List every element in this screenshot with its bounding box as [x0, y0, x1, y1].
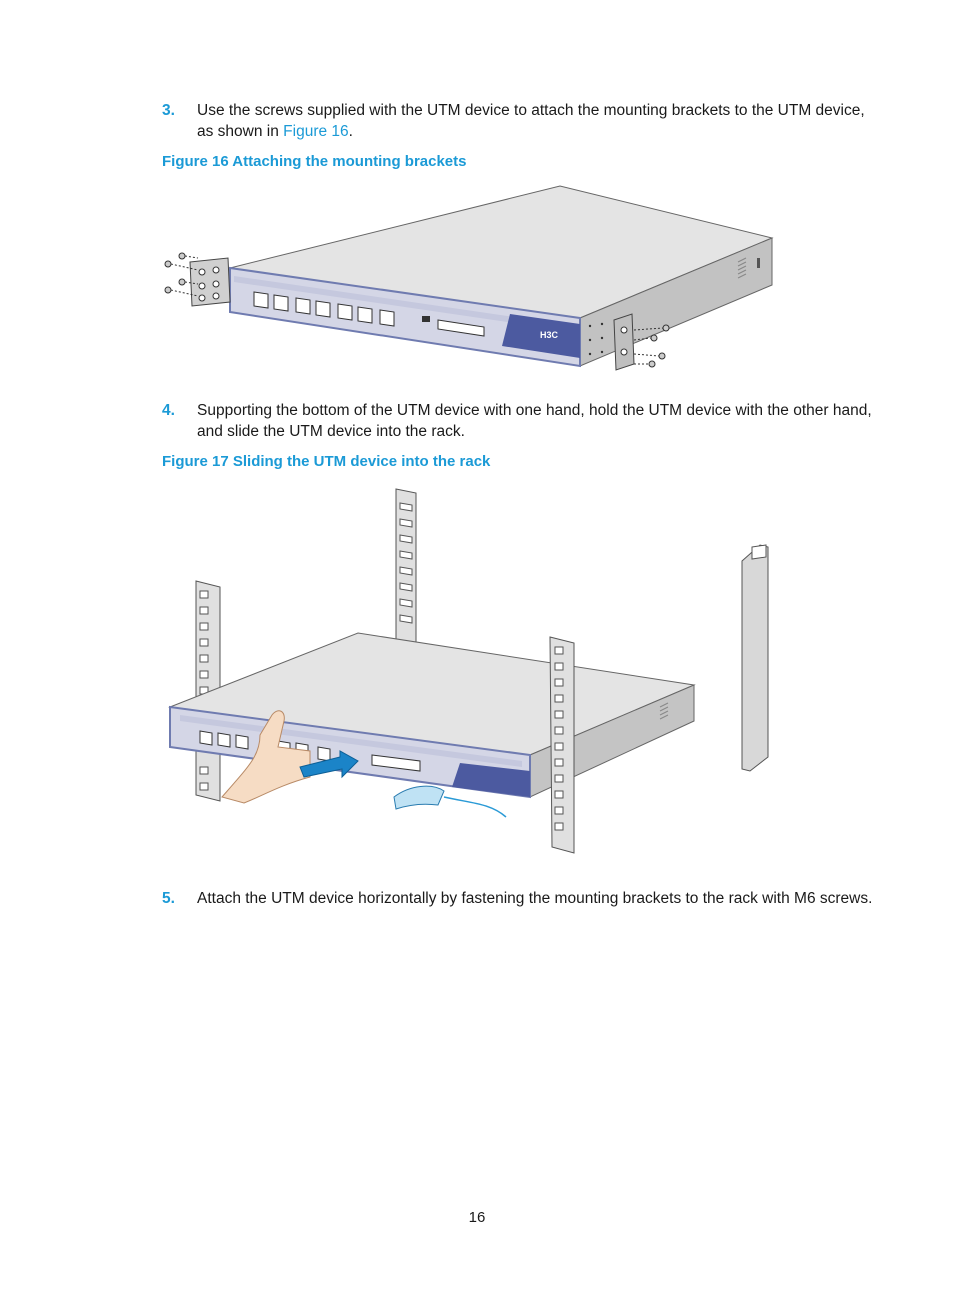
left-mounting-bracket [189, 257, 231, 307]
figure-16-illustration: H3C [164, 185, 774, 371]
figure-16-link[interactable]: Figure 16 [283, 123, 349, 140]
step-number: 5. [162, 890, 175, 907]
figure-16-caption: Figure 16 Attaching the mounting bracket… [162, 153, 467, 170]
screw-icon [633, 324, 670, 368]
hand-icon [221, 710, 311, 804]
step-number: 3. [162, 102, 175, 119]
rack-rail [741, 544, 769, 772]
vent-icon [659, 702, 669, 720]
step-text-after: . [348, 123, 353, 140]
ethernet-ports [253, 291, 395, 327]
esd-wrist-strap-icon [393, 785, 507, 818]
right-mounting-bracket [613, 313, 635, 371]
rack-rail [549, 636, 575, 854]
page-number: 16 [468, 1209, 486, 1226]
step-text-before: Use the screws supplied with the UTM dev… [197, 102, 865, 140]
rack-rail [395, 488, 417, 646]
push-arrow-icon [299, 750, 359, 779]
screw-icon [164, 252, 199, 297]
vent-icon [737, 257, 747, 279]
logo-plate [502, 314, 580, 358]
logo-plate [452, 763, 530, 797]
figure-17-illustration [168, 488, 769, 854]
step-text: Use the screws supplied with the UTM dev… [197, 100, 877, 142]
step-number: 4. [162, 402, 175, 419]
device-logo: H3C [540, 330, 559, 340]
step-text: Attach the UTM device horizontally by fa… [197, 890, 873, 907]
figure-17-caption: Figure 17 Sliding the UTM device into th… [162, 453, 491, 470]
step-text: Supporting the bottom of the UTM device … [197, 402, 872, 440]
